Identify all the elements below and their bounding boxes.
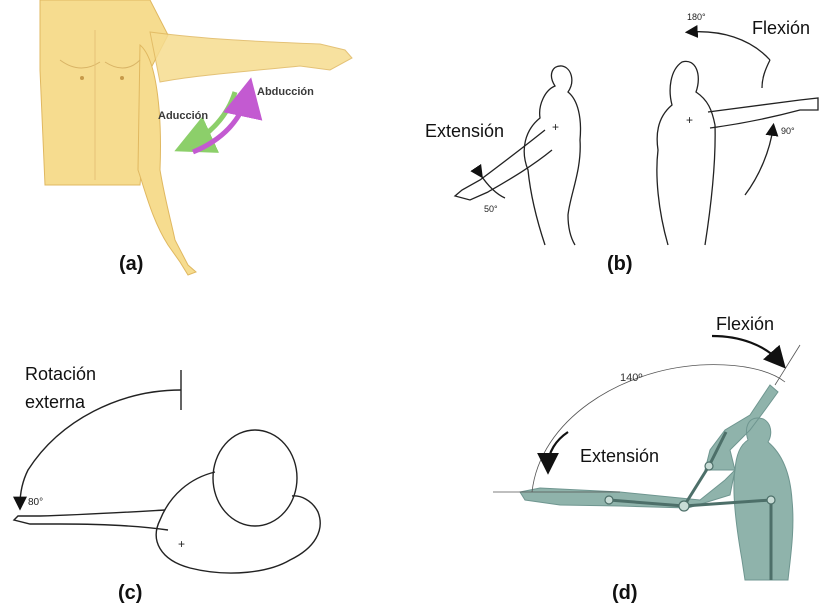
arm-figure-silhouette[interactable] [520, 385, 793, 580]
flexion-angle-90-label: 90° [781, 126, 795, 136]
flexion-arm-outline [708, 98, 818, 128]
adduction-label: Aducción [158, 110, 208, 122]
abduction-label: Abducción [257, 86, 314, 98]
rotation-label-line1: Rotación [25, 364, 96, 384]
extension-label-b: Extensión [425, 121, 504, 141]
flexion-arc-90 [745, 128, 773, 195]
flexion-label-b: Flexión [752, 18, 810, 38]
panel-a: Aducción Abducción [40, 0, 352, 275]
panel-b: + 50° Extensión + 90° 180° Flexión [425, 12, 818, 245]
flexion-figure-outline [657, 61, 715, 245]
panel-label-d: (d) [612, 582, 638, 605]
svg-text:+: + [178, 537, 185, 551]
rotation-angle-label: 80° [28, 497, 43, 508]
flexion-angle-180-label: 180° [687, 12, 706, 22]
panel-d: 140º Flexión Extensión [493, 314, 800, 580]
head-top-view [213, 430, 297, 526]
raised-arm-illustration [150, 32, 352, 82]
svg-text:+: + [686, 113, 693, 127]
extension-label-d: Extensión [580, 446, 659, 466]
extension-figure-outline [524, 66, 580, 245]
panel-label-c: (c) [118, 582, 142, 605]
panel-label-b: (b) [607, 253, 633, 276]
flexion-label-d: Flexión [716, 314, 774, 334]
rotated-arm-top-view [14, 510, 168, 530]
rotation-label-line2: externa [25, 392, 86, 412]
angle-140-label: 140º [620, 372, 642, 384]
panel-label-a: (a) [119, 253, 143, 276]
panel-c: + 80° Rotación externa [14, 364, 320, 573]
extension-angle-label: 50° [484, 204, 498, 214]
svg-text:+: + [552, 120, 559, 134]
